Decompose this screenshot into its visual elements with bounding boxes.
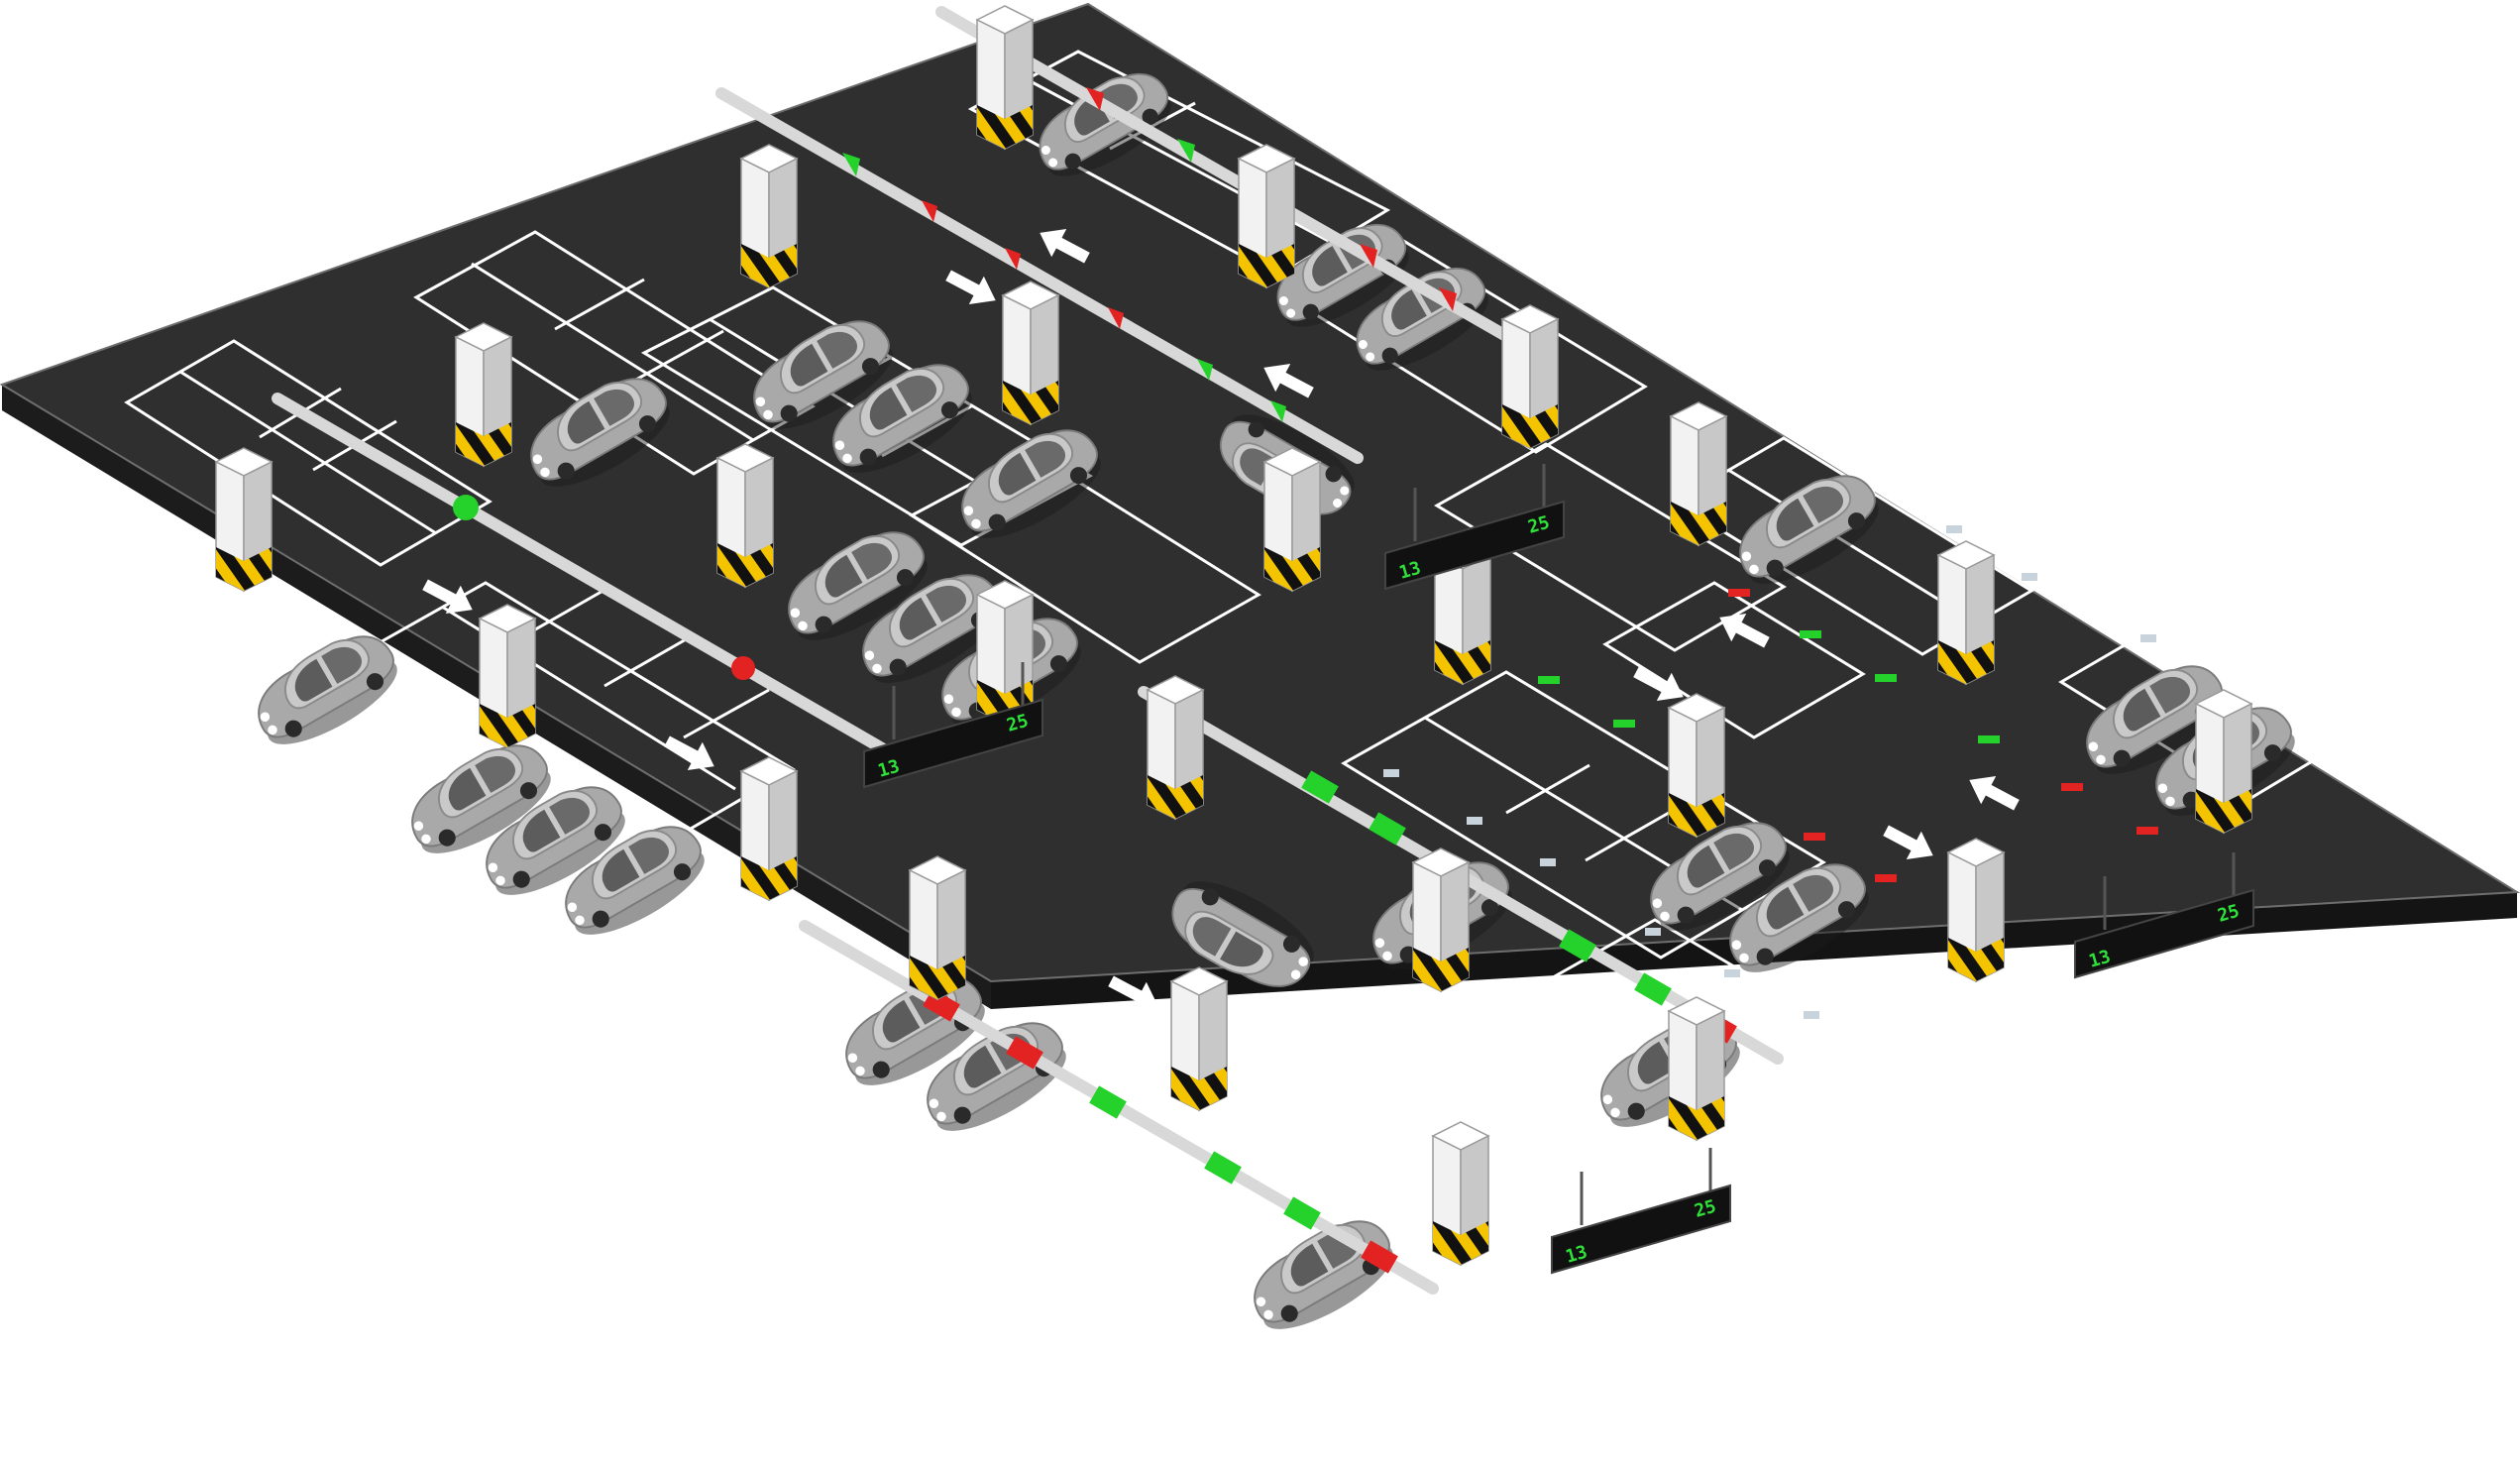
indicator-green: [1613, 720, 1635, 728]
indicator-red: [1804, 833, 1825, 841]
column: [1147, 675, 1204, 820]
rail: [715, 87, 1364, 464]
indicator-red: [1086, 87, 1104, 111]
guidance-sign: 13 25: [863, 662, 1043, 789]
indicator-green: [1800, 630, 1821, 638]
indicator-red: [1108, 307, 1124, 329]
indicator-green: [1634, 972, 1672, 1006]
space-sensor: [2022, 573, 2037, 581]
indicator-red: [1728, 589, 1750, 597]
indicator-green: [1283, 1196, 1321, 1230]
column: [740, 144, 798, 288]
indicator-green: [1177, 139, 1195, 163]
column: [1412, 848, 1470, 992]
floor-sensors: [1383, 525, 2156, 1019]
indicator-green: [1197, 359, 1213, 381]
indicator-red: [1005, 248, 1021, 270]
column: [1668, 693, 1725, 838]
column: [1501, 304, 1559, 449]
slot-group: [1077, 1154, 1430, 1366]
space-sensor: [1645, 928, 1661, 936]
indicator-red: [922, 200, 937, 222]
guidance-sign: 13 25: [2074, 852, 2254, 979]
column: [215, 447, 273, 592]
guidance-sign: 13 25: [1384, 464, 1565, 591]
slot-group: [1434, 442, 1787, 652]
column: [1238, 144, 1295, 288]
column: [1670, 401, 1727, 546]
column: [1937, 540, 1995, 685]
column: [1432, 1121, 1489, 1266]
indicator-green: [1204, 1151, 1242, 1185]
column: [1002, 281, 1059, 425]
guidance-sign: 13 25: [1551, 1148, 1731, 1275]
column: [455, 322, 512, 467]
column: [1947, 838, 2005, 982]
space-sensor: [1946, 525, 1962, 533]
indicator-red: [2137, 827, 2158, 835]
column: [976, 580, 1034, 725]
space-sensor: [1724, 969, 1740, 977]
indicator-green: [1369, 812, 1406, 846]
column: [2195, 689, 2252, 834]
column: [740, 756, 798, 901]
column: [976, 5, 1034, 150]
indicator-red: [731, 656, 755, 680]
indicator-green: [1089, 1085, 1127, 1119]
column: [1668, 996, 1725, 1141]
guidance-signs: 13 25 13 25 13 25 13 25: [863, 464, 2254, 1275]
space-sensor: [1540, 858, 1556, 866]
column: [1170, 966, 1228, 1111]
column: [479, 604, 536, 748]
rail: [272, 393, 914, 769]
indicator-red: [1439, 287, 1457, 311]
indicator-red: [1361, 1240, 1398, 1274]
column: [716, 443, 774, 588]
indicator-green: [453, 495, 479, 520]
slot-group: [124, 339, 493, 567]
column: [1263, 447, 1321, 592]
column: [909, 855, 966, 1000]
space-sensor: [2140, 634, 2156, 642]
indicator-red: [2061, 783, 2083, 791]
indicator-green: [1538, 676, 1560, 684]
indicator-red: [1875, 874, 1897, 882]
indicator-red: [1360, 244, 1377, 268]
indicator-green: [842, 153, 860, 176]
indicator-green: [1301, 770, 1339, 804]
indicator-red: [1006, 1036, 1043, 1070]
indicator-green: [1559, 929, 1596, 962]
ground-top: [0, 2, 2520, 983]
indicator-green: [1978, 735, 2000, 743]
space-sensor: [1804, 1011, 1819, 1019]
indicator-green: [1270, 400, 1286, 422]
space-sensor: [1383, 769, 1399, 777]
space-sensor: [1467, 817, 1482, 825]
arrow-icon: [1438, 1065, 1501, 1119]
arrow-icon: [1351, 1125, 1414, 1180]
guidance-rails: [272, 6, 1784, 1295]
indicator-green: [1875, 674, 1897, 682]
slot-group: [1341, 670, 1826, 960]
